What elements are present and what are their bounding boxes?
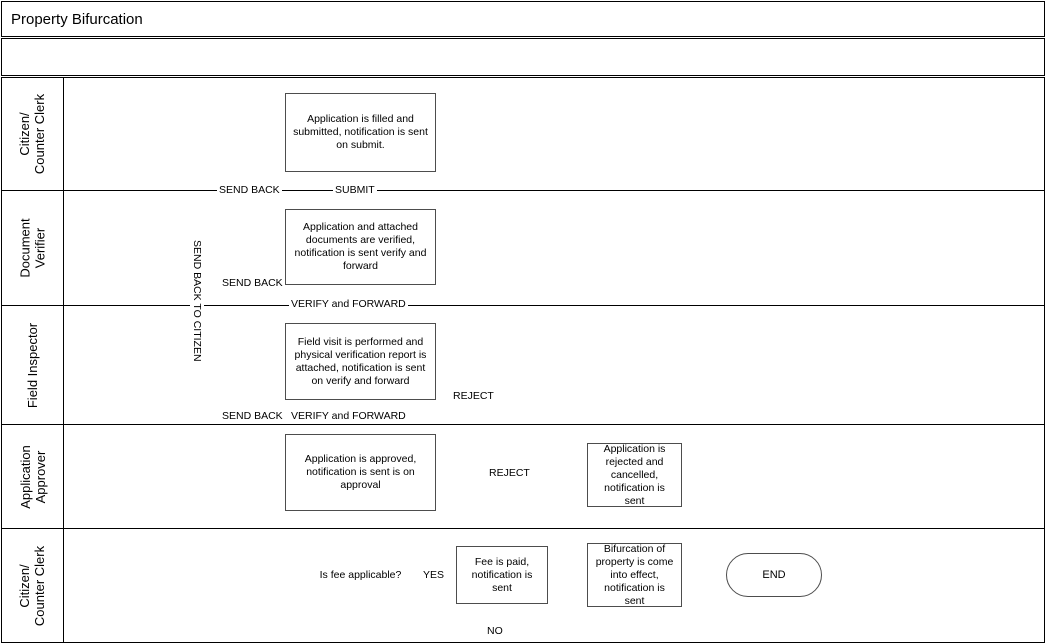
lane-header-citizen-bottom: Citizen/ Counter Clerk — [2, 529, 64, 642]
task-application-rejected[interactable]: Application is rejected and cancelled, n… — [587, 443, 682, 507]
edge-label-yes: YES — [421, 569, 447, 581]
lane-label-document-verifier: Document Verifier — [17, 218, 48, 278]
lane-header-document-verifier: Document Verifier — [2, 191, 64, 305]
edge-label-verify-forward-1: VERIFY and FORWARD — [289, 298, 408, 310]
page-title: Property Bifurcation — [1, 1, 1045, 37]
lane-field-inspector: Field Inspector — [1, 305, 1045, 425]
edge-label-send-back-to-citizen: SEND BACK TO CITIZEN — [190, 238, 204, 364]
task-documents-verified[interactable]: Application and attached documents are v… — [285, 209, 436, 285]
edge-label-send-back-2: SEND BACK — [220, 277, 285, 289]
task-bifurcation-effect[interactable]: Bifurcation of property is come into eff… — [587, 543, 682, 607]
lane-application-approver: Application Approver — [1, 424, 1045, 529]
edge-label-send-back-1: SEND BACK — [217, 184, 282, 196]
edge-label-no: NO — [485, 625, 505, 637]
lane-citizen-counter-clerk-top: Citizen/ Counter Clerk — [1, 77, 1045, 191]
lane-label-application-approver: Application Approver — [17, 444, 48, 509]
edge-label-verify-forward-2: VERIFY and FORWARD — [289, 410, 408, 422]
lane-document-verifier: Document Verifier — [1, 190, 1045, 306]
task-fee-paid[interactable]: Fee is paid, notification is sent — [456, 546, 548, 604]
lane-label-citizen-top: Citizen/ Counter Clerk — [17, 93, 48, 175]
lane-header-citizen-top: Citizen/ Counter Clerk — [2, 78, 64, 190]
lane-label-field-inspector: Field Inspector — [25, 322, 41, 408]
edge-label-reject-horizontal: REJECT — [487, 467, 532, 479]
task-application-approved[interactable]: Application is approved, notification is… — [285, 434, 436, 511]
pool-subheader-row — [1, 38, 1045, 76]
lane-header-application-approver: Application Approver — [2, 425, 64, 528]
task-field-visit[interactable]: Field visit is performed and physical ve… — [285, 323, 436, 400]
end-node[interactable]: END — [726, 553, 822, 597]
lane-label-citizen-bottom: Citizen/ Counter Clerk — [17, 545, 48, 626]
edge-label-reject-vertical: REJECT — [451, 390, 496, 402]
task-application-filled[interactable]: Application is filled and submitted, not… — [285, 93, 436, 172]
edge-label-send-back-3: SEND BACK — [220, 410, 285, 422]
lane-header-field-inspector: Field Inspector — [2, 306, 64, 424]
edge-label-submit: SUBMIT — [333, 184, 377, 196]
